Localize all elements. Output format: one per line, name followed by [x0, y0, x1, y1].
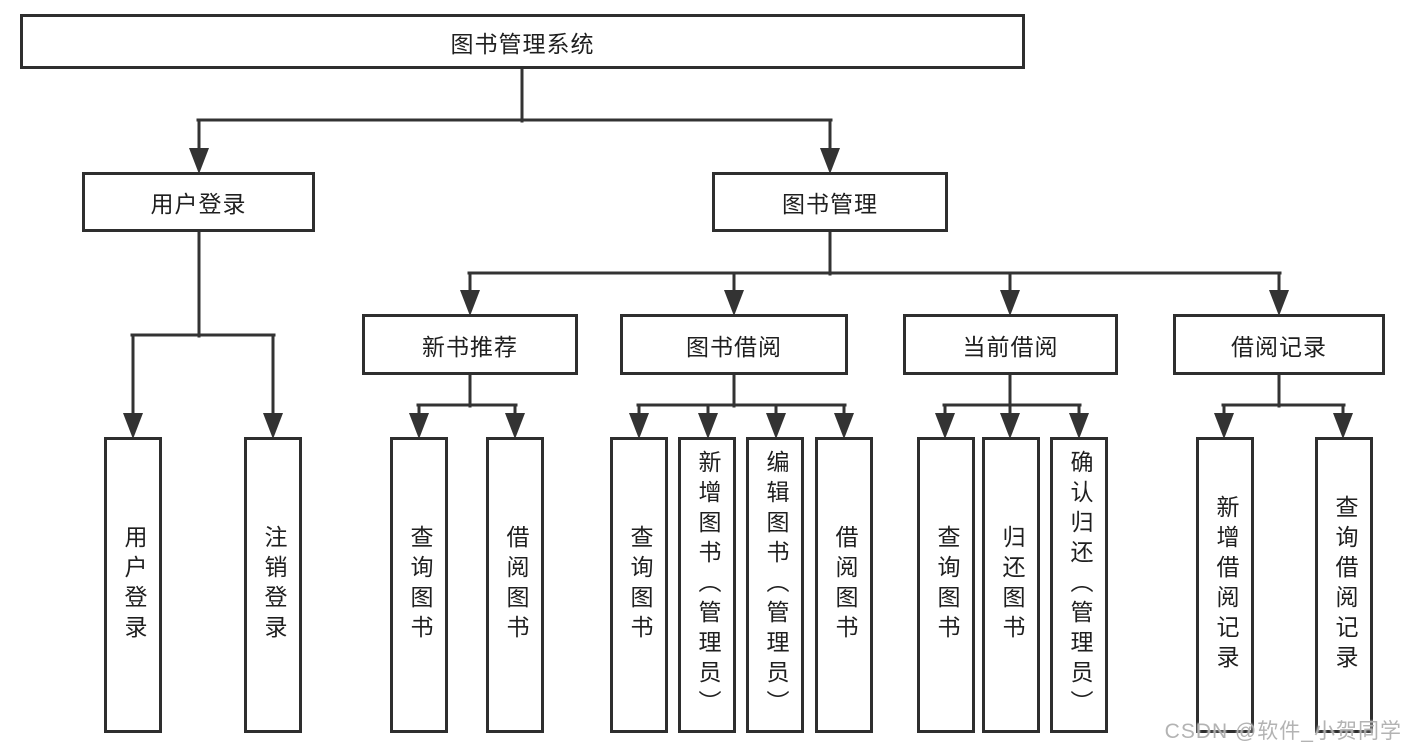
leaf-confirm-return-admin: 确认归还（管理员）	[1050, 437, 1108, 733]
leaf-add-books-admin: 新增图书（管理员）	[678, 437, 736, 733]
leaf-logout: 注销登录	[244, 437, 302, 733]
leaf-recommend-borrow-books: 借阅图书	[486, 437, 544, 733]
leaf-add-borrow-record: 新增借阅记录	[1196, 437, 1254, 733]
leaf-recommend-query-books: 查询图书	[390, 437, 448, 733]
arrowheads	[123, 148, 1353, 439]
leaf-current-query-books: 查询图书	[917, 437, 975, 733]
leaf-user-login: 用户登录	[104, 437, 162, 733]
csdn-watermark: CSDN @软件_小贺同学	[1164, 720, 1402, 743]
node-borrowing-records: 借阅记录	[1173, 314, 1385, 375]
node-current-borrowing: 当前借阅	[903, 314, 1118, 375]
leaf-edit-books-admin: 编辑图书（管理员）	[746, 437, 804, 733]
node-new-book-recommendation: 新书推荐	[362, 314, 578, 375]
node-root-system: 图书管理系统	[20, 14, 1025, 69]
leaf-borrowing-borrow-books: 借阅图书	[815, 437, 873, 733]
tree-edges	[130, 67, 1346, 417]
leaf-borrowing-query-books: 查询图书	[610, 437, 668, 733]
node-book-management-branch: 图书管理	[712, 172, 948, 232]
node-user-login-branch: 用户登录	[82, 172, 315, 232]
node-book-borrowing: 图书借阅	[620, 314, 848, 375]
leaf-query-borrow-record: 查询借阅记录	[1315, 437, 1373, 733]
leaf-return-books: 归还图书	[982, 437, 1040, 733]
